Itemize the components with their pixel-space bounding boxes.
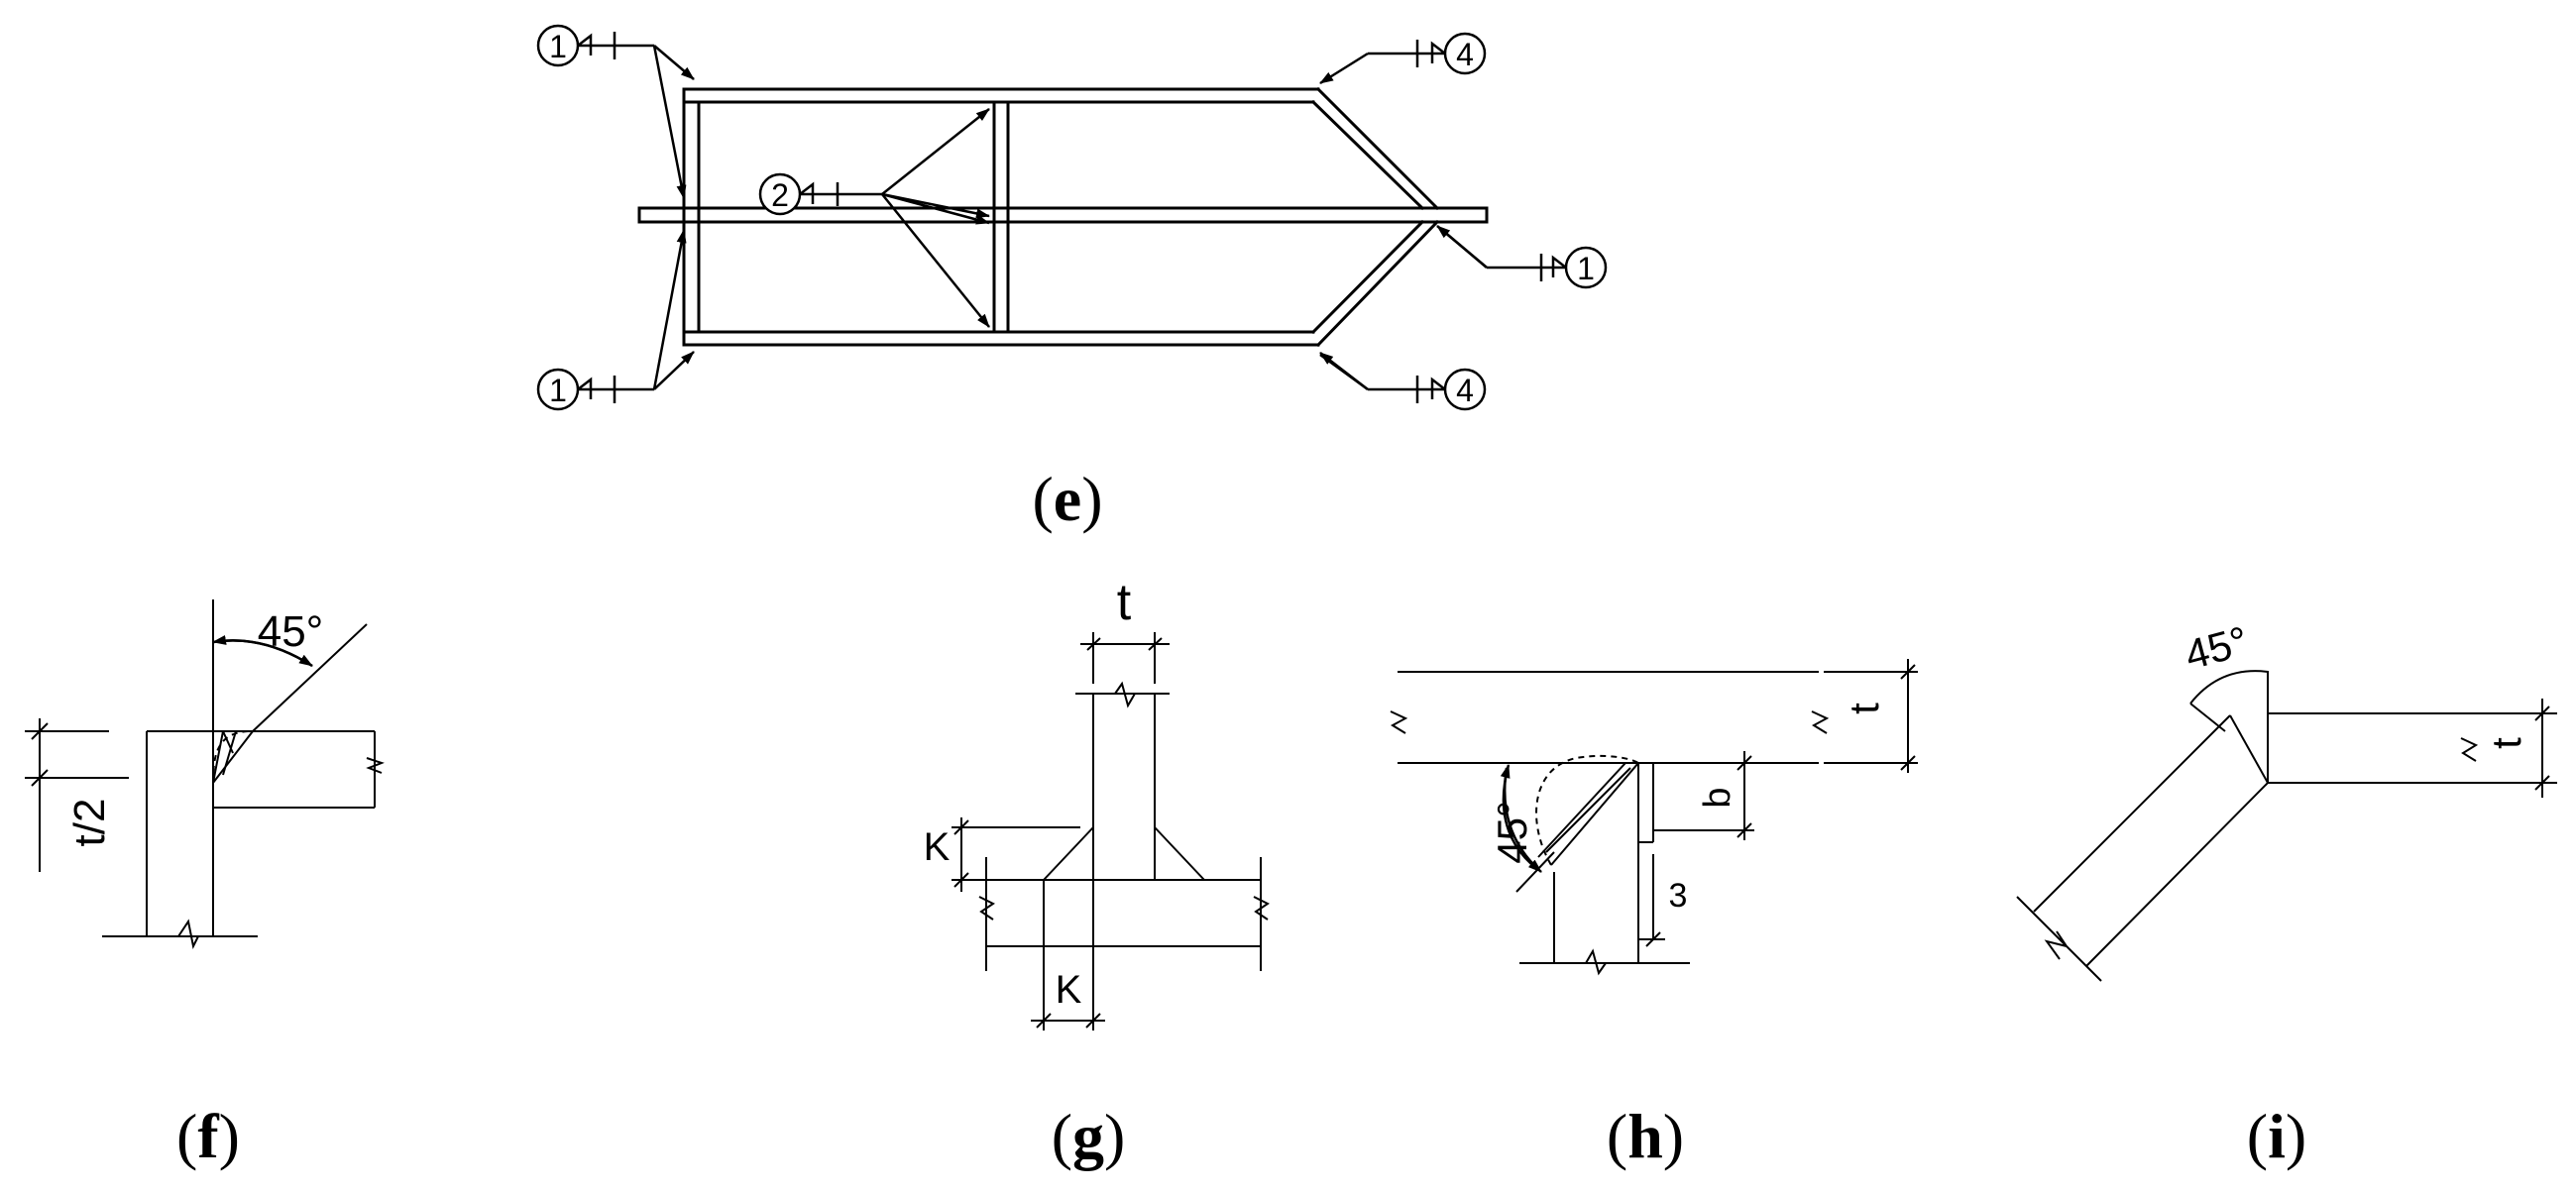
callout-2: 2 xyxy=(758,108,990,328)
callout-4-top-right: 4 xyxy=(1319,32,1487,85)
i-thickness-label: t xyxy=(2483,737,2529,749)
callout-label: 1 xyxy=(549,29,567,64)
i-angle-label: 45° xyxy=(2181,617,2254,679)
callout-label: 4 xyxy=(1456,37,1474,72)
callout-label: 1 xyxy=(549,373,567,408)
caption-e: (e) xyxy=(1032,464,1102,534)
panel-i-drawing xyxy=(2016,670,2557,982)
h-depth-label: b xyxy=(1697,787,1738,808)
caption-g: (g) xyxy=(1052,1101,1126,1171)
f-dim-label: t/2 xyxy=(65,799,114,847)
callout-4-bottom-right: 4 xyxy=(1319,352,1487,411)
g-leg-dim-h-label: K xyxy=(1056,968,1082,1012)
h-thickness-label: t xyxy=(1841,703,1887,714)
callout-1-right: 1 xyxy=(1436,225,1608,289)
panel-g-drawing xyxy=(952,632,1270,1031)
callout-label: 4 xyxy=(1456,373,1474,408)
caption-h: (h) xyxy=(1607,1101,1684,1171)
h-angle-label: 45° xyxy=(1489,801,1535,864)
f-angle-label: 45° xyxy=(258,607,324,656)
caption-i: (i) xyxy=(2247,1101,2306,1171)
g-leg-dim-v-label: K xyxy=(924,825,951,869)
callout-1-top-left: 1 xyxy=(536,24,695,199)
callout-label: 2 xyxy=(771,177,789,213)
panel-e-frame-drawing xyxy=(637,86,1489,348)
h-gap-label: 3 xyxy=(1669,877,1688,915)
callout-label: 1 xyxy=(1577,251,1595,286)
callout-1-bottom-left: 1 xyxy=(536,229,695,411)
g-top-dim-label: t xyxy=(1117,574,1132,631)
panel-h-drawing xyxy=(1390,659,1918,976)
panel-f-drawing xyxy=(25,599,385,950)
caption-f: (f) xyxy=(176,1101,240,1171)
